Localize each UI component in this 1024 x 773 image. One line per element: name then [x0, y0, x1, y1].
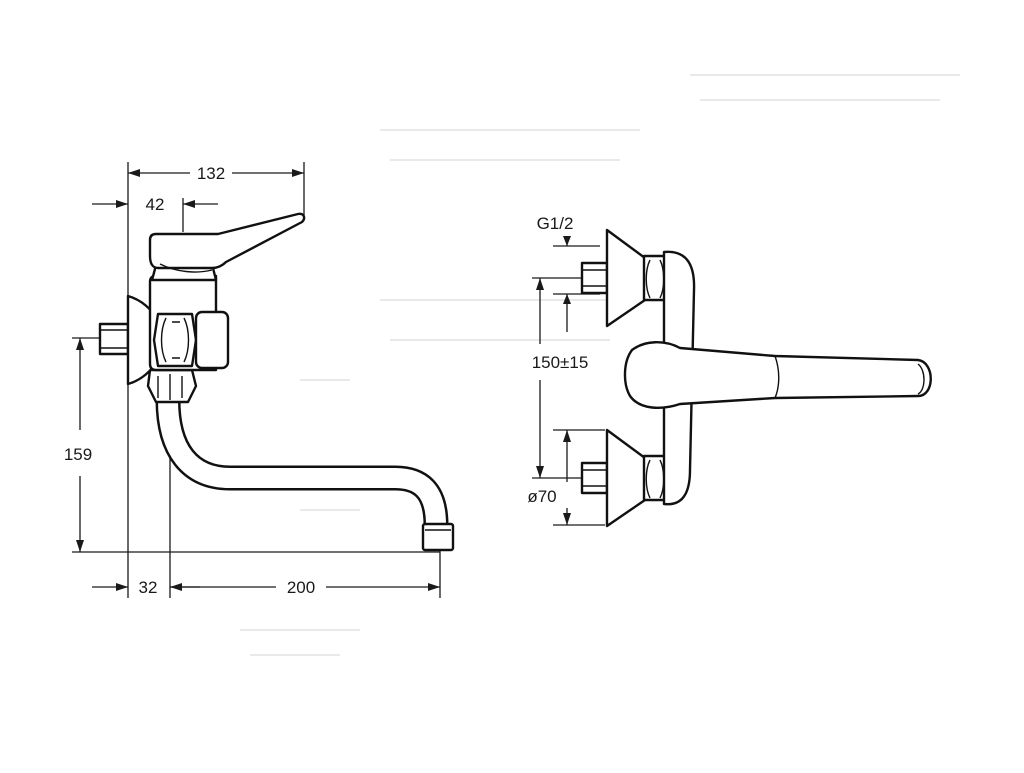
spout-aerator	[421, 522, 455, 552]
diverter-knob	[194, 310, 230, 370]
upper-connection	[580, 228, 672, 328]
wall-thread	[98, 322, 130, 356]
dim-32-label: 32	[139, 578, 158, 597]
side-view: 132 42 159 32	[64, 162, 455, 598]
swivel-nut	[146, 368, 198, 404]
dim-150-label: 150±15	[532, 353, 589, 372]
dimension-g12: G1/2	[537, 214, 600, 332]
dimension-200: 200	[170, 578, 440, 597]
dim-42-label: 42	[146, 195, 165, 214]
dimension-159: 159	[64, 338, 92, 552]
lower-connection	[580, 428, 672, 528]
dimension-150: 150±15	[532, 277, 589, 479]
background-residue	[240, 74, 960, 656]
lever-handle[interactable]	[148, 212, 306, 273]
dim-g12-label: G1/2	[537, 214, 574, 233]
body-nut	[152, 312, 198, 368]
dimension-o70: ø70	[527, 429, 605, 526]
spout-pipe	[155, 399, 449, 526]
dimension-42: 42	[92, 195, 218, 214]
dim-132-label: 132	[197, 164, 225, 183]
dimension-132: 132	[128, 164, 304, 183]
front-view: G1/2 150±15 ø70	[527, 214, 932, 528]
dim-o70-label: ø70	[527, 487, 556, 506]
front-lever[interactable]	[623, 341, 932, 409]
dim-200-label: 200	[287, 578, 315, 597]
dim-159-label: 159	[64, 445, 92, 464]
